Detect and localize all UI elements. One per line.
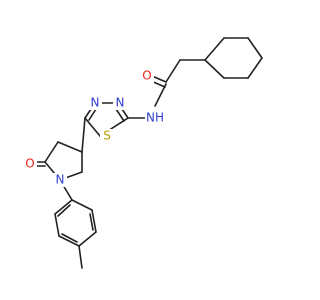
lactam-nitrogen-label: N <box>56 173 65 187</box>
thiadiazole-pyrrolidine-bond <box>81 117 86 153</box>
structure-svg: O NH N N S O N <box>23 37 263 269</box>
propanamide-chain <box>150 59 206 107</box>
lactam-oxygen-label: O <box>25 157 34 171</box>
thiadiazole-n3-label: N <box>116 96 125 110</box>
tolyl-ring <box>54 199 97 269</box>
cyclohexyl-ring <box>204 37 263 79</box>
molecule-diagram: O NH N N S O N <box>23 37 263 269</box>
thiadiazole-sulfur-label: S <box>103 129 111 143</box>
amide-oxygen-label: O <box>142 69 151 83</box>
amide-nh-label: NH <box>146 111 164 125</box>
thiadiazole-n4-label: N <box>91 96 100 110</box>
atom-labels: O NH N N S O N <box>23 69 165 187</box>
